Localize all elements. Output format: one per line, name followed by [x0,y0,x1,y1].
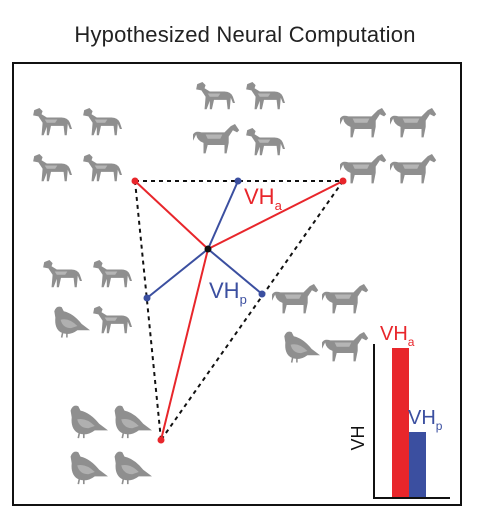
blue-lines [146,180,263,299]
blue-line-left [146,248,209,299]
dog-icon [83,108,122,136]
dog-icon [33,108,72,136]
red-line-topright [207,180,344,250]
dog-icon [93,306,132,334]
dog-icon [196,82,235,110]
horse-icon [390,108,437,138]
vh-a-label: VHa [244,184,283,213]
vertex-dogs [131,177,139,185]
edge-point-right [258,290,266,298]
red-line-topleft [134,180,209,250]
chart-axes [373,344,450,499]
red-line-bottom [160,248,209,441]
dog-icon [246,82,285,110]
bar-vh-p [409,432,426,498]
dashed-edge-left [134,180,162,441]
horse-icon [340,154,387,184]
dog-icon [33,154,72,182]
bar-axis-label: VH [348,425,368,450]
blue-line-top [207,180,239,250]
bar-chart: VHa VHp VH [348,323,450,499]
horse-icon [390,154,437,184]
pigeon-icon [113,450,153,485]
horse-icon [272,284,319,314]
bar-label-vh-p: VHp [408,407,443,433]
pigeon-icon [69,450,109,485]
bar-vh-a [392,348,409,498]
dog-icon [246,128,285,156]
red-lines [134,180,344,441]
pigeon-icon [283,330,321,364]
bar-label-vh-a: VHa [380,323,415,349]
pigeon-icon [113,404,153,439]
vh-p-label: VHp [209,278,247,307]
blue-line-right [207,248,263,295]
figure-title: Hypothesized Neural Computation [74,22,416,47]
dog-icon [93,260,132,288]
horse-icon [322,332,369,362]
horse-icon [322,284,369,314]
edge-point-top [234,177,242,185]
centroid-point [204,245,212,253]
dashed-edge-right [160,180,344,441]
dashed-triangle [134,180,344,441]
pigeon-icon [69,404,109,439]
horse-icon [193,124,240,154]
edge-point-left [143,294,151,302]
diagram-panel [12,62,462,506]
dog-icon [83,154,122,182]
horse-icon [340,108,387,138]
vertex-horses [339,177,347,185]
dog-icon [43,260,82,288]
pigeon-icon [53,305,91,339]
vertex-pigeons [157,436,165,444]
